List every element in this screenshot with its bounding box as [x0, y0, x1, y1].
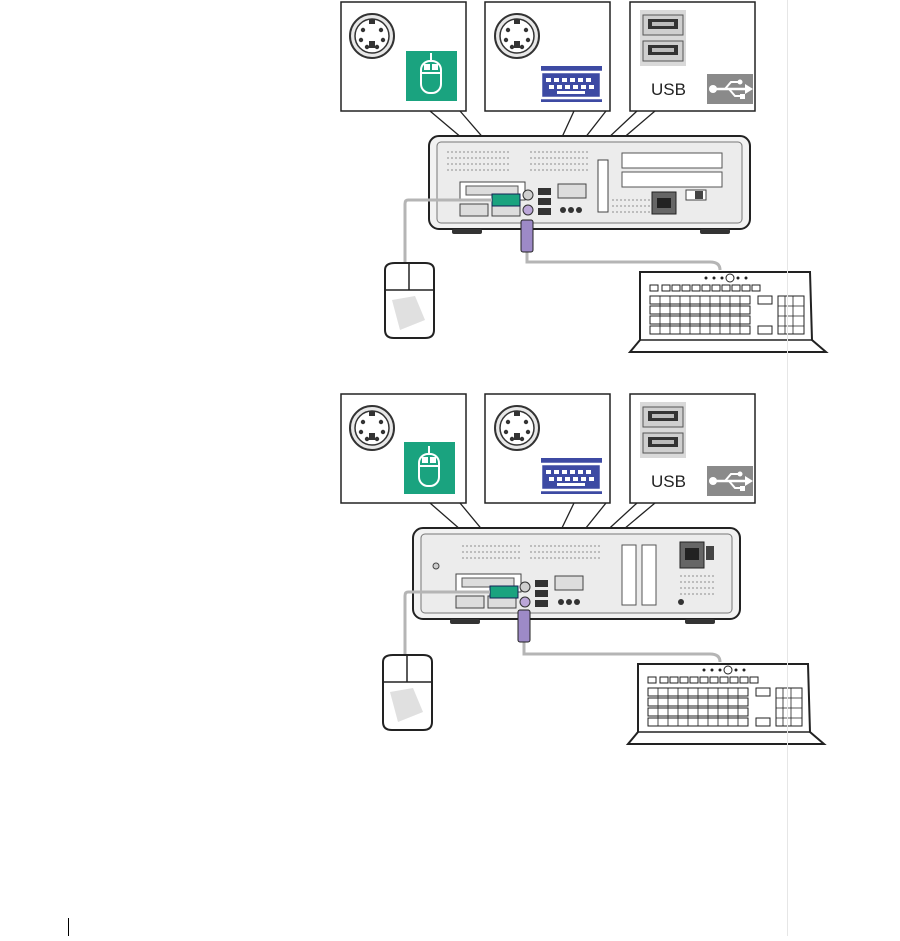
usb-label: USB: [651, 472, 686, 491]
ps2-port-icon: [495, 406, 539, 450]
mouse-port-callout: [341, 2, 466, 111]
computer-back-panel: [413, 528, 740, 624]
ps2-port-icon: [350, 406, 394, 450]
keyboard-cable: [527, 250, 720, 270]
keyboard-port-callout: [485, 2, 610, 111]
mouse-icon: [383, 655, 432, 730]
page-margin-tick: [68, 918, 69, 936]
usb-port-icon: [643, 433, 683, 453]
usb-port-callout: USB: [630, 394, 755, 503]
usb-port-icon: [643, 407, 683, 427]
keyboard-plug: [521, 220, 533, 252]
keyboard-icon: [630, 272, 826, 352]
figure-desktop-small-form-factor: USB: [341, 394, 824, 744]
mouse-icon: [385, 263, 434, 338]
keyboard-icon: [628, 664, 824, 744]
usb-port-icon: [643, 15, 683, 35]
usb-port-callout: USB: [630, 2, 755, 111]
keyboard-plug: [518, 610, 530, 642]
ps2-port-icon: [495, 14, 539, 58]
usb-label: USB: [651, 80, 686, 99]
figure-desktop-horizontal: USB: [341, 2, 826, 352]
ps2-port-icon: [350, 14, 394, 58]
mouse-port-callout: [341, 394, 466, 503]
keyboard-port-callout: [485, 394, 610, 503]
page-edge-rule: [787, 0, 788, 936]
usb-port-icon: [643, 41, 683, 61]
keyboard-cable: [524, 640, 720, 662]
computer-back-panel: [429, 136, 750, 234]
